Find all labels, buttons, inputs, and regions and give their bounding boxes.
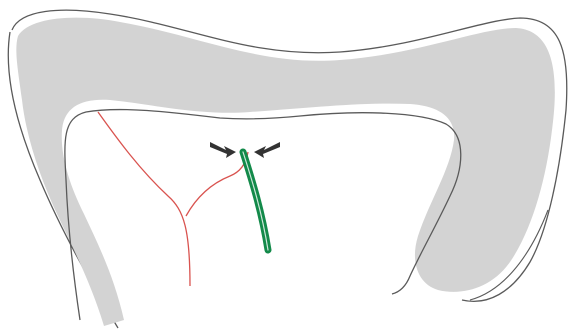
arch-tissue-band <box>16 18 554 326</box>
right-pointing-arrow <box>254 142 280 158</box>
left-pointing-arrow <box>210 142 236 158</box>
drain-tube <box>243 152 268 250</box>
red-vessel-branch-left <box>98 112 190 286</box>
red-vessel-branch-right <box>186 152 248 216</box>
